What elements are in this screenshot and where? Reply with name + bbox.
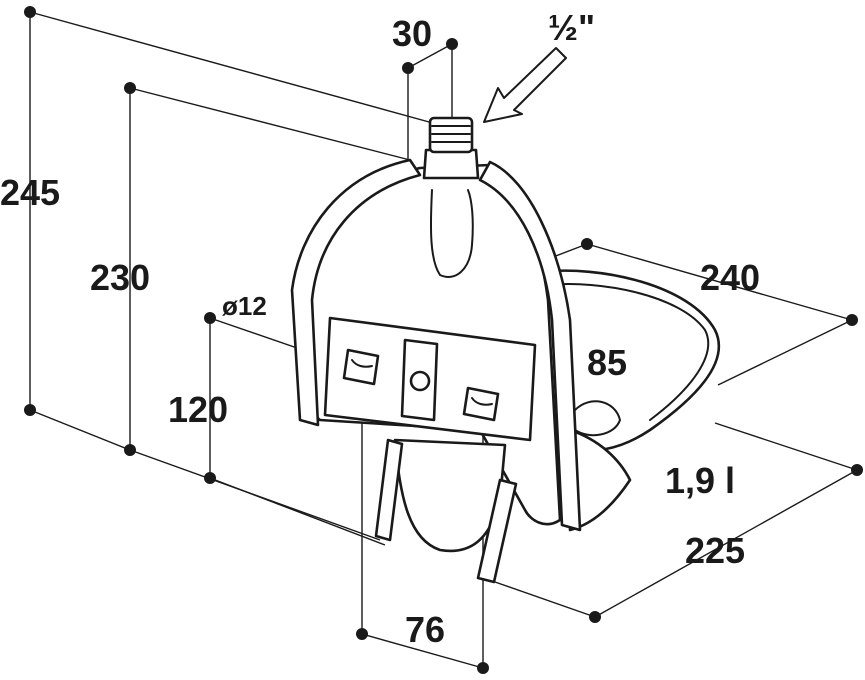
label-depth: 225: [685, 530, 745, 571]
label-volume: 1,9 l: [665, 460, 735, 501]
label-mount-height: 120: [168, 389, 228, 430]
label-thread-size: ½": [548, 7, 595, 48]
label-hole-diameter: ø12: [222, 291, 267, 321]
label-height-to-mount: 230: [90, 257, 150, 298]
dimension-labels: 245 230 120 ø12 30 ½" 240 85 1,9 l 225 7…: [0, 7, 760, 650]
label-width: 240: [700, 257, 760, 298]
label-hole-spacing: 76: [405, 609, 445, 650]
label-total-height: 245: [0, 172, 60, 213]
water-bowl-illustration: [290, 116, 721, 584]
dimension-points: [24, 6, 863, 674]
label-thread-offset: 30: [392, 13, 432, 54]
thread-arrow-icon: [483, 47, 567, 123]
label-bowl-depth: 85: [587, 342, 627, 383]
